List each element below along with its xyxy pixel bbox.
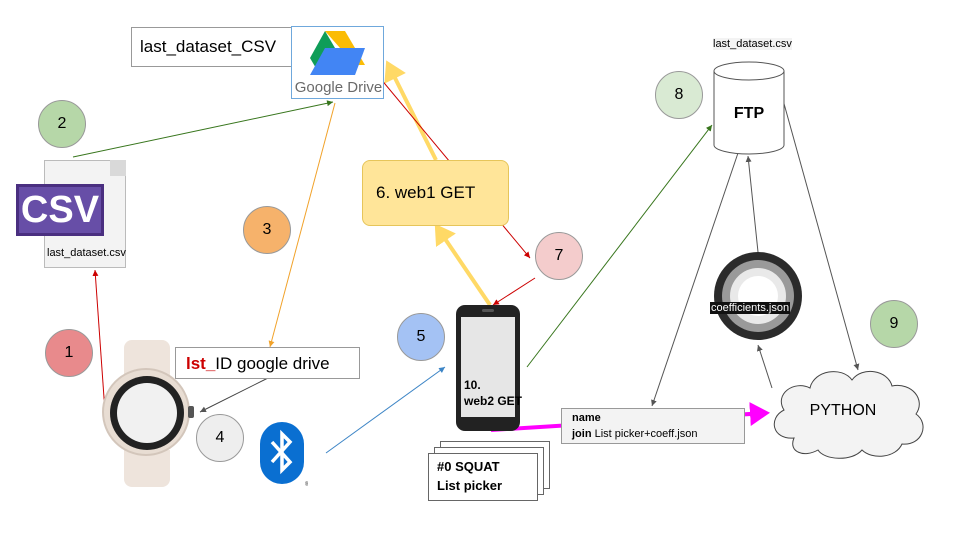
arrow-phone-to-web1 [434, 223, 492, 307]
phone-label-line1: 10. [464, 378, 481, 392]
web1-get-box: 6. web1 GET [362, 160, 509, 226]
csv-caption: last_dataset.csv [47, 247, 126, 259]
watch-strap-bottom [124, 450, 170, 487]
arrow-json-to-ftp [745, 155, 759, 253]
lst-id-text: lst_ID google drive [186, 354, 330, 374]
step-9-label: 9 [889, 315, 899, 332]
arrow-phone-to-ftp [526, 124, 713, 368]
step-4-label: 4 [215, 429, 225, 446]
arrow-drive-to-lst [268, 102, 336, 348]
list-line1: #0 SQUAT [437, 459, 500, 474]
arrow-step7-to-phone [492, 277, 536, 306]
cloud-icon [773, 371, 924, 459]
list-picker-doc: #0 SQUAT List picker [428, 453, 538, 501]
lst-prefix: lst_ [186, 354, 216, 373]
step-5-label: 5 [416, 328, 426, 345]
arrow-csv-to-drive [72, 100, 334, 158]
arrow-lst-to-watch [199, 377, 269, 413]
watch-crown [188, 406, 194, 418]
step-5-circle: 5 [397, 313, 445, 361]
phone-label-line2: web2 GET [464, 394, 523, 408]
step-9-circle: 9 [870, 300, 918, 348]
name-join-rest: List picker+coeff.json [591, 428, 698, 440]
smartphone: 10. web2 GET [456, 305, 523, 431]
arrow-watch-to-csv [92, 269, 106, 413]
smartwatch [102, 340, 194, 487]
google-drive-icon [310, 31, 365, 75]
svg-text:®: ® [305, 481, 308, 488]
ftp-label: FTP [733, 105, 765, 122]
list-line2: List picker [437, 478, 503, 493]
json-file: coefficients.json [708, 250, 808, 342]
ftp-caption: last_dataset.csv [713, 38, 792, 50]
name-join-box: name join List picker+coeff.json [561, 408, 745, 444]
web1-get-text: 6. web1 GET [376, 183, 476, 202]
drive-label-box: last_dataset_CSV [131, 27, 299, 67]
name-line2: join List picker+coeff.json [572, 428, 697, 440]
step-7-circle: 7 [535, 232, 583, 280]
csv-file: CSV last_dataset.csv [16, 158, 136, 273]
lst-id-box: lst_ID google drive [175, 347, 360, 379]
step-3-circle: 3 [243, 206, 291, 254]
step-8-label: 8 [674, 86, 684, 103]
python-cloud: PYTHON [764, 358, 932, 464]
step-3-label: 3 [262, 221, 272, 238]
csv-badge: CSV [16, 184, 104, 236]
json-caption: coefficients.json [710, 302, 791, 314]
bluetooth-icon: ® [260, 422, 310, 488]
step-2-circle: 2 [38, 100, 86, 148]
arrow-ftp-to-python [782, 99, 860, 371]
step-2-label: 2 [57, 115, 67, 132]
step-4-circle: 4 [196, 414, 244, 462]
arrow-bluetooth-to-phone [325, 366, 446, 454]
database-icon [713, 61, 785, 155]
drive-label-text: last_dataset_CSV [140, 37, 277, 56]
name-line1: name [572, 412, 601, 424]
watch-screen [117, 383, 177, 443]
google-drive-logo: Google Drive [291, 26, 384, 99]
step-8-circle: 8 [655, 71, 703, 119]
python-label: PYTHON [809, 402, 877, 419]
arrow-ftp-to-name [651, 152, 739, 407]
step-1-label: 1 [64, 344, 74, 361]
arrow-web1-to-drive [384, 60, 438, 161]
step-7-label: 7 [554, 247, 564, 264]
csv-badge-text: CSV [20, 188, 100, 231]
phone-speaker [482, 309, 494, 312]
ftp-cylinder: FTP [713, 61, 785, 155]
name-join-bold: join [572, 428, 592, 440]
bluetooth-logo: ® [258, 420, 310, 488]
step-1-circle: 1 [45, 329, 93, 377]
google-drive-logo-text: Google Drive [294, 79, 383, 96]
arrow-python-to-json [757, 344, 773, 389]
lst-rest: ID google drive [215, 354, 330, 373]
json-icon [714, 252, 802, 340]
csv-file-fold [110, 160, 126, 176]
phone-screen [461, 317, 515, 417]
